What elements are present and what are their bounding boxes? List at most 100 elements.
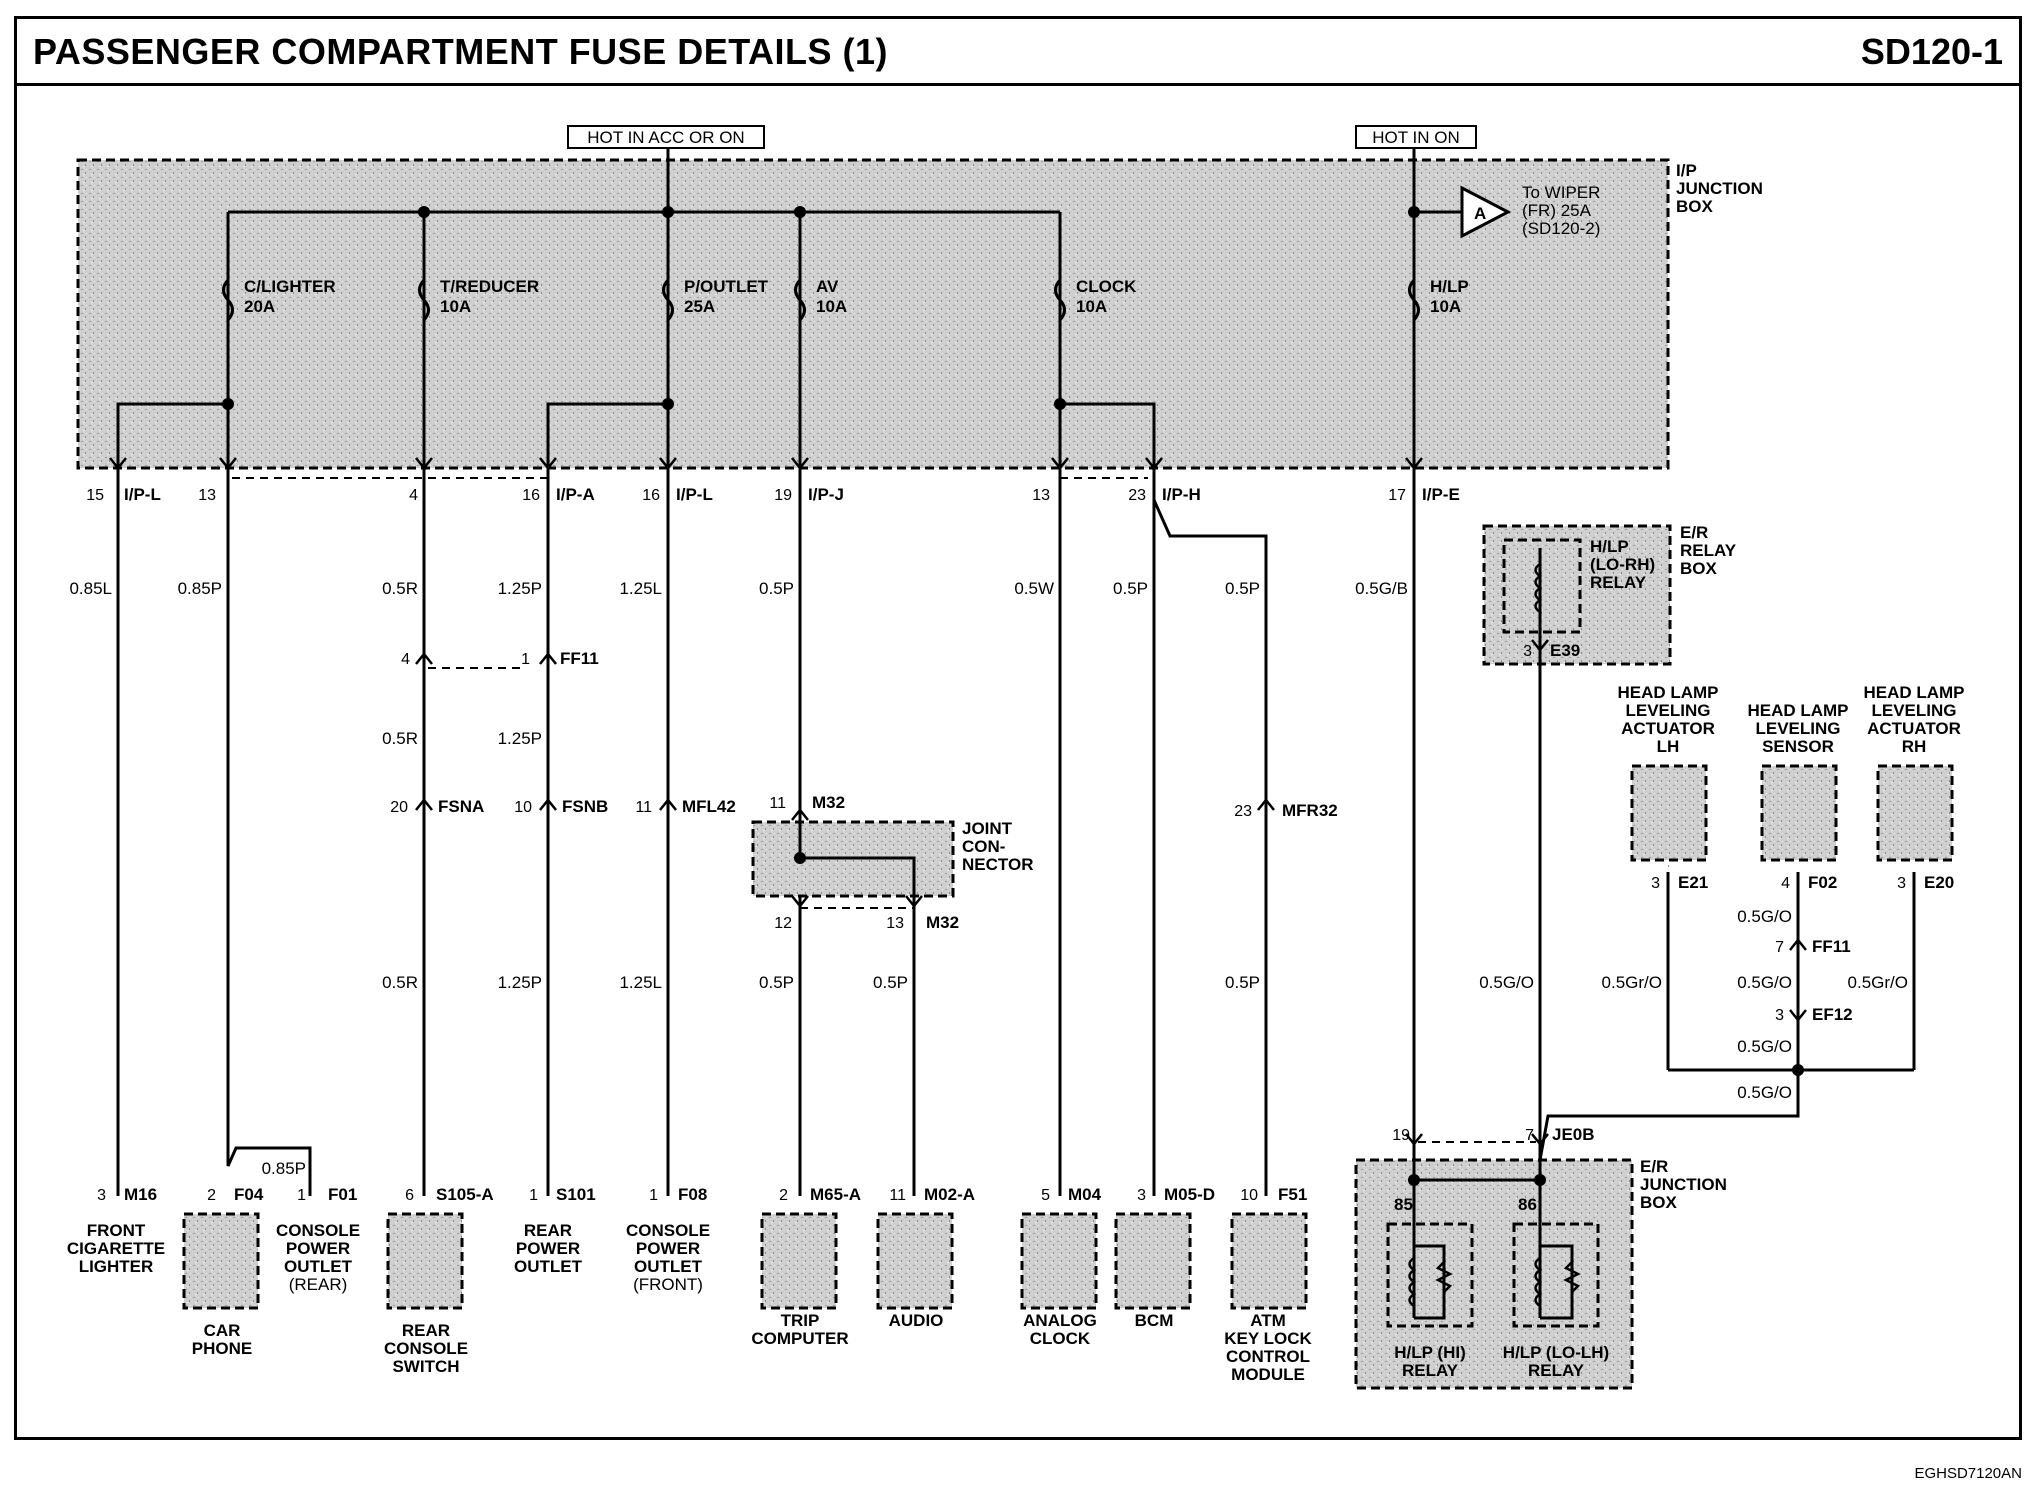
wire-label: 0.85L [69,579,112,598]
pin-label: 3 [1523,643,1532,660]
atm-key-lock-label: ATM [1250,1311,1286,1330]
fuse-t-reducer-amp: 10A [440,297,471,316]
fuse-hlp-name: H/LP [1430,277,1469,296]
pin-label: 10 [1240,1187,1258,1204]
wire-label: 0.5G/O [1479,973,1534,992]
wire-label: 1.25L [619,973,662,992]
leveling-actuator-rh-label: ACTUATOR [1867,719,1961,738]
wire-label: 0.5P [759,579,794,598]
leveling-sensor-label: SENSOR [1762,737,1834,756]
connector-label: EF12 [1812,1005,1853,1024]
lo-rh-relay-label: H/LP [1590,537,1629,556]
connector-label: MFR32 [1282,801,1338,820]
pin-label: 23 [1128,487,1146,504]
connector-label: M32 [812,793,845,812]
wire-label: 0.5G/B [1355,579,1408,598]
car-phone-label: PHONE [192,1339,252,1358]
fuse-p-outlet-amp: 25A [684,297,715,316]
fuse-c-lighter-amp: 20A [244,297,275,316]
car-phone-label: CAR [204,1321,241,1340]
pin-label: 1 [529,1187,538,1204]
wire-label: 0.5P [1225,579,1260,598]
leveling-labels: HEAD LAMP LEVELING ACTUATOR LH HEAD LAMP… [1617,683,1964,756]
joint-connector-box [751,820,955,898]
er-junction-label-1: E/R [1640,1157,1668,1176]
wire-label: 0.5Gr/O [1848,973,1908,992]
connector-label: I/P-J [808,485,844,504]
fuse-symbols [222,278,1420,322]
connector-label: M16 [124,1185,157,1204]
er-junction-label-2: JUNCTION [1640,1175,1727,1194]
trip-computer-box [760,1212,838,1310]
fuse-av-amp: 10A [816,297,847,316]
hi-relay-label: RELAY [1402,1361,1459,1380]
er-relay-label-2: RELAY [1680,541,1737,560]
wire-label: 1.25P [498,579,542,598]
leveling-actuator-rh-label: HEAD LAMP [1863,683,1964,702]
page-code: SD120-1 [1860,31,2003,72]
analog-clock-label: ANALOG [1023,1311,1097,1330]
component-names: FRONT CIGARETTE LIGHTER CAR PHONE CONSOL… [67,1221,1313,1384]
page-title: PASSENGER COMPARTMENT FUSE DETAILS (1) [33,31,889,72]
wire-label: 0.85P [178,579,222,598]
analog-clock-label: CLOCK [1030,1329,1091,1348]
relay-pin-86: 86 [1518,1195,1537,1214]
pin-label: 11 [635,799,652,816]
leveling-sensor-label: LEVELING [1755,719,1840,738]
pin-label: 1 [297,1187,306,1204]
pin-label: 3 [1137,1187,1146,1204]
er-relay-label-1: E/R [1680,523,1708,542]
pin-label: 3 [97,1187,106,1204]
relay-pin-85: 85 [1394,1195,1413,1214]
leveling-actuator-lh-label: HEAD LAMP [1617,683,1718,702]
front-cigarette-lighter-label: CIGARETTE [67,1239,165,1258]
wire-label: 0.5W [1014,579,1054,598]
connector-label: M04 [1068,1185,1102,1204]
front-cigarette-lighter-label: FRONT [87,1221,146,1240]
wiper-reference-letter: A [1474,204,1486,223]
hi-relay-body [1386,1222,1474,1328]
joint-connector-label-2: CON- [962,837,1005,856]
rear-power-outlet-label: OUTLET [514,1257,583,1276]
hot-on-label: HOT IN ON [1372,128,1460,147]
wire-label: 0.5P [873,973,908,992]
wire-label: 1.25P [498,729,542,748]
wiper-ref-line-3: (SD120-2) [1522,219,1600,238]
pin-label: 20 [390,799,408,816]
wire-label: 1.25P [498,973,542,992]
connector-label: S101 [556,1185,596,1204]
hot-acc-on-label: HOT IN ACC OR ON [587,128,744,147]
rear-power-outlet-label: REAR [524,1221,572,1240]
pin-label: 16 [642,487,660,504]
pin-label: 2 [207,1187,216,1204]
connector-label: S105-A [436,1185,494,1204]
atm-key-lock-label: MODULE [1231,1365,1305,1384]
connector-label: F04 [234,1185,264,1204]
console-power-outlet-front-label: OUTLET [634,1257,703,1276]
rear-console-switch-label: REAR [402,1321,450,1340]
joint-connector-label-1: JOINT [962,819,1013,838]
pin-label: 10 [514,799,532,816]
pin-label: 3 [1897,875,1906,892]
leveling-actuator-lh-box [1630,764,1708,862]
pin-label: 13 [1032,487,1050,504]
figure-code: EGHSD7120AN [1914,1465,2022,1482]
pin-label: 23 [1234,803,1252,820]
bcm-box [1114,1212,1192,1310]
connector-label: I/P-E [1422,485,1460,504]
pin-label: 17 [1388,487,1406,504]
leveling-sensor-label: HEAD LAMP [1747,701,1848,720]
fuse-t-reducer-name: T/REDUCER [440,277,539,296]
connector-chevrons [109,457,1807,1147]
audio-box [876,1212,954,1310]
connector-label: JE0B [1552,1125,1595,1144]
wire-label: 0.5P [1225,973,1260,992]
ip-junction-label-3: BOX [1676,197,1714,216]
connector-label: E21 [1678,873,1708,892]
fuse-c-lighter-name: C/LIGHTER [244,277,336,296]
connector-label: FF11 [560,649,599,668]
hot-acc-on-frame [567,125,765,149]
lo-rh-relay-label: (LO-RH) [1590,555,1655,574]
connector-label: M32 [926,913,959,932]
